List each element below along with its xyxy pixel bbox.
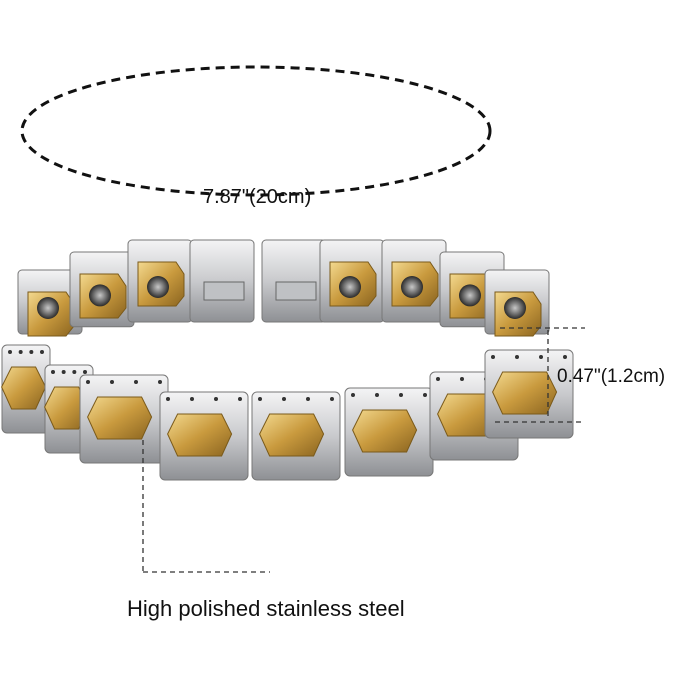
width-dimension-lines	[495, 327, 585, 423]
material-leader-line	[142, 440, 270, 573]
bracelet-link	[79, 374, 169, 464]
bracelet-link	[251, 391, 341, 481]
bracelet-link	[189, 239, 255, 323]
bracelet-link	[1, 344, 51, 434]
bracelet-front-row	[1, 344, 574, 481]
circumference-dashed-ellipse	[20, 65, 492, 197]
bracelet-back-row	[17, 239, 550, 337]
bracelet-link	[344, 387, 434, 477]
bracelet-link	[127, 239, 193, 323]
bracelet-link	[484, 349, 574, 439]
material-label: High polished stainless steel	[127, 596, 405, 621]
bracelet-link	[484, 269, 550, 337]
bracelet-link	[69, 251, 135, 328]
circumference-label: 7.87"(20cm)	[203, 186, 312, 208]
bracelet-link	[319, 239, 385, 323]
bracelet-link	[159, 391, 249, 481]
bracelet-link	[381, 239, 447, 323]
width-label: 0.47"(1.2cm)	[557, 366, 666, 387]
clasp	[261, 239, 327, 323]
